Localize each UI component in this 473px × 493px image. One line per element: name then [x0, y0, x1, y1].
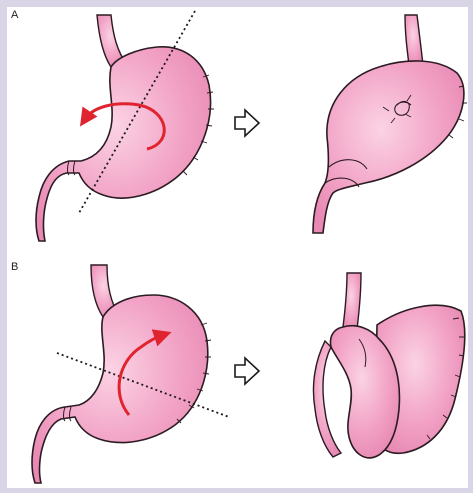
stomach-b-normal — [32, 265, 229, 483]
hollow-right-arrow-icon — [235, 110, 259, 136]
stomach-a-normal — [36, 11, 214, 241]
stomach-b-volvulus — [313, 273, 464, 458]
stomach-a-volvulus — [313, 15, 467, 233]
esophagus-b2 — [343, 273, 361, 329]
stomach-body-a — [36, 47, 211, 241]
illustration-canvas — [7, 7, 468, 488]
figure-panel: A B — [7, 7, 468, 488]
hollow-right-arrow-icon-b — [235, 358, 259, 384]
esophagus-a2 — [405, 15, 423, 65]
twisted-stomach-a — [313, 61, 464, 233]
